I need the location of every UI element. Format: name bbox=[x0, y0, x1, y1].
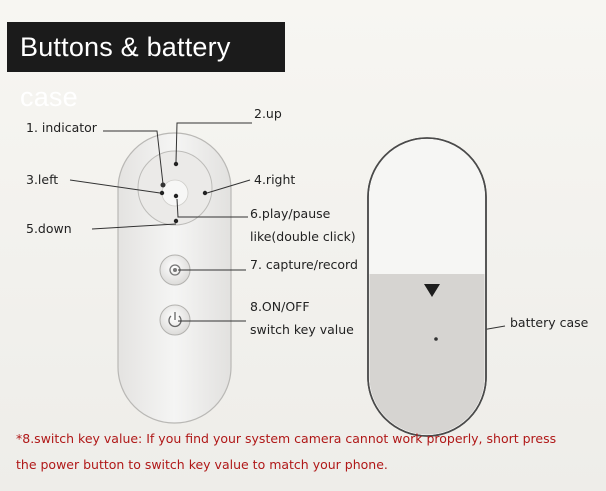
battery-dot bbox=[434, 337, 438, 341]
power-icon bbox=[168, 312, 182, 328]
up-dot bbox=[173, 161, 179, 167]
down-arrow-icon bbox=[424, 284, 440, 297]
label-up: 2.up bbox=[254, 106, 282, 121]
down-dot bbox=[173, 218, 179, 224]
left-dot bbox=[159, 190, 165, 196]
label-switch-key: switch key value bbox=[250, 322, 354, 337]
section-title: Buttons & battery case bbox=[7, 22, 285, 112]
label-play-pause: 6.play/pause bbox=[250, 206, 331, 221]
label-left: 3.left bbox=[26, 172, 59, 187]
note-line-2: the power button to switch key value to … bbox=[16, 457, 388, 472]
battery-case-fill bbox=[369, 274, 485, 435]
note-line-1: *8.switch key value: If you find your sy… bbox=[16, 431, 557, 446]
label-onoff: 8.ON/OFF bbox=[250, 299, 310, 314]
dpad-center bbox=[161, 179, 189, 207]
label-indicator: 1. indicator bbox=[26, 120, 97, 135]
label-right: 4.right bbox=[254, 172, 296, 187]
battery-case-outline bbox=[367, 137, 487, 437]
label-capture: 7. capture/record bbox=[250, 257, 358, 272]
label-battery-case: battery case bbox=[510, 315, 589, 330]
label-like: like(double click) bbox=[250, 229, 356, 244]
label-down: 5.down bbox=[26, 221, 72, 236]
center-dot bbox=[173, 193, 179, 199]
right-dot bbox=[202, 190, 208, 196]
